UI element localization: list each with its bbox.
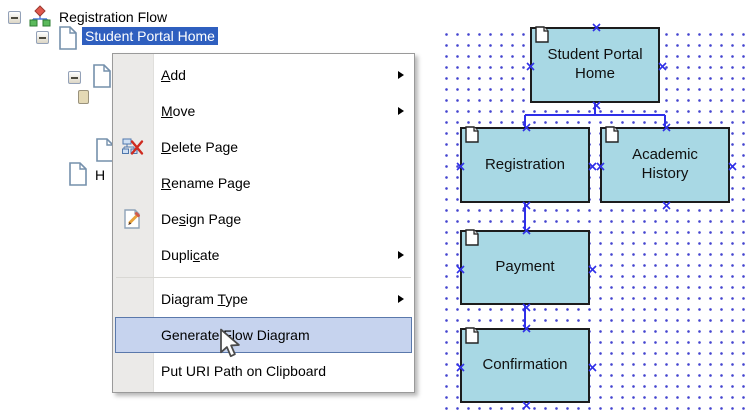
menu-item-design-page[interactable]: Design Page xyxy=(113,201,414,237)
connection-handle[interactable] xyxy=(728,162,737,171)
design-page-icon xyxy=(120,207,146,231)
connection-handle[interactable] xyxy=(588,162,597,171)
menu-item-move[interactable]: Move xyxy=(113,93,414,129)
menu-icon-slot xyxy=(120,63,146,87)
menu-icon-slot xyxy=(120,287,146,311)
menu-item-label: Move xyxy=(161,103,196,119)
connection-handle[interactable] xyxy=(456,362,465,372)
connection-handle[interactable] xyxy=(592,101,601,110)
connection-handle[interactable] xyxy=(526,62,535,71)
submenu-arrow-icon xyxy=(398,107,404,115)
menu-icon-slot xyxy=(120,99,146,123)
menu-item-label: Delete Page xyxy=(161,139,239,155)
menu-icon-slot xyxy=(120,359,146,383)
menu-item-duplicate[interactable]: Duplicate xyxy=(113,237,414,273)
connector-line xyxy=(595,114,665,116)
menu-item-label: Duplicate xyxy=(161,247,220,263)
tree-item-label-selected: Student Portal Home xyxy=(82,27,218,45)
page-fold-icon xyxy=(465,229,479,246)
tree-item-label: Registration Flow xyxy=(59,9,168,25)
diagram-node-label: Academic History xyxy=(632,146,698,182)
diagram-node-payment[interactable]: Payment xyxy=(456,226,597,312)
tree-item-clipped[interactable]: H xyxy=(92,166,108,184)
page-fold-icon xyxy=(605,126,619,143)
menu-item-rename-page[interactable]: Rename Page xyxy=(113,165,414,201)
menu-item-label: Diagram Type xyxy=(161,291,248,307)
mouse-cursor-icon xyxy=(216,328,242,360)
diagram-node-confirmation[interactable]: Confirmation xyxy=(456,324,597,410)
diagram-node-label: Registration xyxy=(484,155,566,173)
connection-handle[interactable] xyxy=(522,123,531,132)
menu-item-label: Generate Flow Diagram xyxy=(161,327,310,343)
tree-item-label: H xyxy=(95,167,106,183)
delete-page-icon xyxy=(120,135,146,159)
menu-separator xyxy=(115,273,412,281)
connector-line xyxy=(524,305,526,328)
tree-item-registration-flow[interactable]: Registration Flow xyxy=(56,8,170,26)
connector-line xyxy=(664,115,666,127)
collapse-toggle-icon[interactable] xyxy=(8,11,21,24)
menu-icon-slot xyxy=(120,171,146,195)
connection-handle[interactable] xyxy=(596,162,605,171)
clipped-icon-fragment xyxy=(78,90,89,104)
connector-line xyxy=(524,115,526,127)
page-fold-icon xyxy=(465,126,479,143)
collapse-toggle-icon[interactable] xyxy=(68,71,81,84)
connection-handle[interactable] xyxy=(662,123,671,132)
connection-handle[interactable] xyxy=(522,226,531,235)
connection-handle[interactable] xyxy=(588,264,597,274)
collapse-toggle-icon[interactable] xyxy=(36,31,49,44)
connection-handle[interactable] xyxy=(522,303,531,312)
diagram-node-registration[interactable]: Registration xyxy=(456,123,597,210)
diagram-node-label: Student Portal Home xyxy=(547,46,643,82)
connector-line xyxy=(525,114,595,116)
menu-item-generate-flow-diagram[interactable]: Generate Flow Diagram xyxy=(115,317,412,353)
submenu-arrow-icon xyxy=(398,251,404,259)
connection-handle[interactable] xyxy=(456,264,465,274)
connection-handle[interactable] xyxy=(662,201,671,210)
connection-handle[interactable] xyxy=(522,324,531,333)
page-fold-icon xyxy=(465,327,479,344)
submenu-arrow-icon xyxy=(398,295,404,303)
diagram-node-label: Payment xyxy=(495,258,555,276)
page-fold-icon xyxy=(535,26,549,43)
menu-item-label: Rename Page xyxy=(161,175,251,191)
menu-item-put-uri-path-on-clipboard[interactable]: Put URI Path on Clipboard xyxy=(113,353,414,389)
tree-item-student-portal-home[interactable]: Student Portal Home xyxy=(82,27,218,45)
menu-item-label: Design Page xyxy=(161,211,242,227)
menu-item-delete-page[interactable]: Delete Page xyxy=(113,129,414,165)
menu-item-add[interactable]: Add xyxy=(113,57,414,93)
connection-handle[interactable] xyxy=(456,162,465,171)
menu-item-label: Add xyxy=(161,67,186,83)
menu-icon-slot xyxy=(120,243,146,267)
diagram-node-label: Confirmation xyxy=(482,356,568,374)
menu-icon-slot xyxy=(122,323,148,347)
diagram-node-sph[interactable]: Student Portal Home xyxy=(526,23,667,110)
diagram-node-academic-history[interactable]: Academic History xyxy=(596,123,737,210)
page-icon xyxy=(92,64,112,88)
connector-line xyxy=(594,103,596,115)
page-icon xyxy=(58,26,78,50)
menu-item-label: Put URI Path on Clipboard xyxy=(161,363,326,379)
connector-line xyxy=(524,203,526,230)
connection-handle[interactable] xyxy=(588,362,597,372)
sitemap-icon xyxy=(28,5,52,27)
connection-handle[interactable] xyxy=(592,23,601,32)
page-icon xyxy=(68,162,88,186)
menu-item-diagram-type[interactable]: Diagram Type xyxy=(113,281,414,317)
connection-handle[interactable] xyxy=(522,401,531,410)
connection-handle[interactable] xyxy=(522,201,531,210)
connection-handle[interactable] xyxy=(658,62,667,71)
submenu-arrow-icon xyxy=(398,71,404,79)
